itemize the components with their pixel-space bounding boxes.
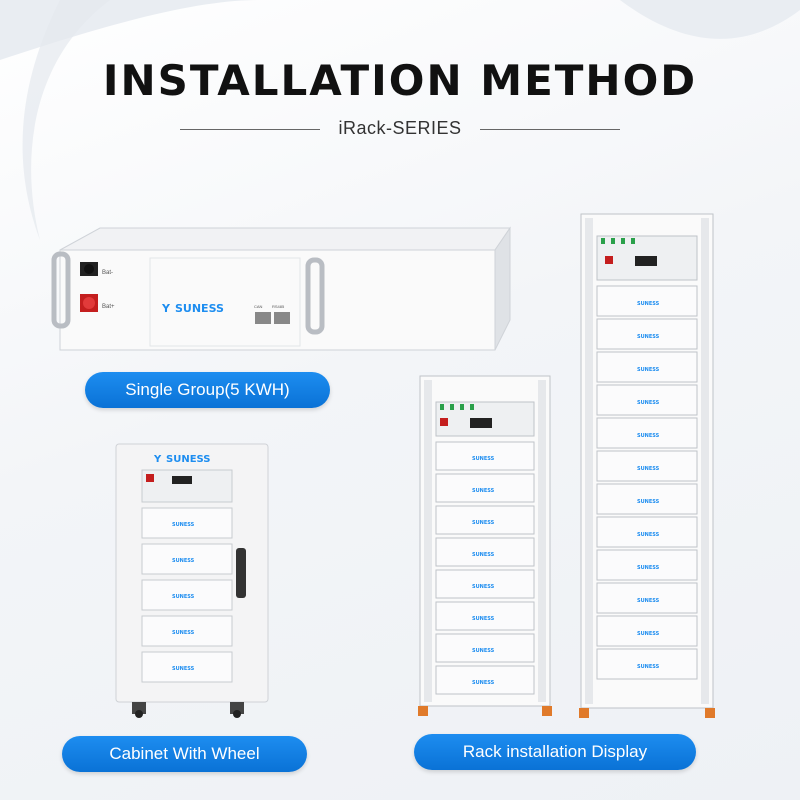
- svg-text:SUNESS: SUNESS: [472, 584, 495, 590]
- svg-text:SUNESS: SUNESS: [172, 666, 195, 672]
- svg-text:SUNESS: SUNESS: [472, 648, 495, 654]
- svg-text:RS485: RS485: [272, 304, 285, 309]
- single-battery-module-image: Bat- Bat+ Y SUNESS CAN RS485: [51, 226, 511, 351]
- svg-text:SUNESS: SUNESS: [472, 552, 495, 558]
- svg-text:SUNESS: SUNESS: [166, 454, 210, 465]
- page-title: INSTALLATION METHOD: [102, 56, 698, 105]
- svg-text:SUNESS: SUNESS: [637, 499, 660, 505]
- svg-text:SUNESS: SUNESS: [637, 664, 660, 670]
- svg-text:SUNESS: SUNESS: [637, 334, 660, 340]
- svg-text:Y: Y: [153, 454, 162, 465]
- svg-text:Y: Y: [161, 302, 171, 315]
- svg-text:SUNESS: SUNESS: [637, 466, 660, 472]
- svg-text:SUNESS: SUNESS: [172, 558, 195, 564]
- cabinet-with-wheel-image: Y SUNESS SUNESS SUNESS SUNESS SUNESS SUNES…: [115, 443, 269, 718]
- svg-text:SUNESS: SUNESS: [637, 301, 660, 307]
- svg-text:SUNESS: SUNESS: [172, 630, 195, 636]
- svg-text:SUNESS: SUNESS: [637, 433, 660, 439]
- svg-text:SUNESS: SUNESS: [172, 594, 195, 600]
- svg-text:SUNESS: SUNESS: [172, 522, 195, 528]
- label-single-group: Single Group(5 KWH): [85, 372, 330, 408]
- svg-text:SUNESS: SUNESS: [472, 456, 495, 462]
- brand-logo-text: SUNESS: [175, 302, 224, 315]
- pos-terminal-label: Bat+: [102, 304, 115, 310]
- label-cabinet-with-wheel: Cabinet With Wheel: [62, 736, 307, 772]
- svg-text:SUNESS: SUNESS: [637, 598, 660, 604]
- label-rack-installation: Rack installation Display: [414, 734, 696, 770]
- subtitle-divider-left: [180, 129, 320, 130]
- svg-text:SUNESS: SUNESS: [637, 367, 660, 373]
- svg-text:SUNESS: SUNESS: [637, 532, 660, 538]
- svg-text:SUNESS: SUNESS: [472, 616, 495, 622]
- svg-text:CAN: CAN: [254, 304, 263, 309]
- subtitle-divider-right: [480, 129, 620, 130]
- svg-text:SUNESS: SUNESS: [472, 488, 495, 494]
- neg-terminal-label: Bat-: [102, 270, 113, 276]
- svg-text:SUNESS: SUNESS: [637, 631, 660, 637]
- svg-text:SUNESS: SUNESS: [472, 520, 495, 526]
- rack-installation-small-image: SUNESS SUNESS SUNESS SUNESS SUNESS SUNESS S…: [418, 375, 552, 716]
- subtitle-row: iRack-SERIES: [180, 118, 620, 142]
- svg-text:SUNESS: SUNESS: [637, 565, 660, 571]
- rack-installation-tall-image: SUNESS SUNESS SUNESS SUNESS SUNESS SUNESS S…: [579, 213, 715, 718]
- svg-text:SUNESS: SUNESS: [472, 680, 495, 686]
- svg-text:SUNESS: SUNESS: [637, 400, 660, 406]
- page-subtitle: iRack-SERIES: [338, 118, 462, 138]
